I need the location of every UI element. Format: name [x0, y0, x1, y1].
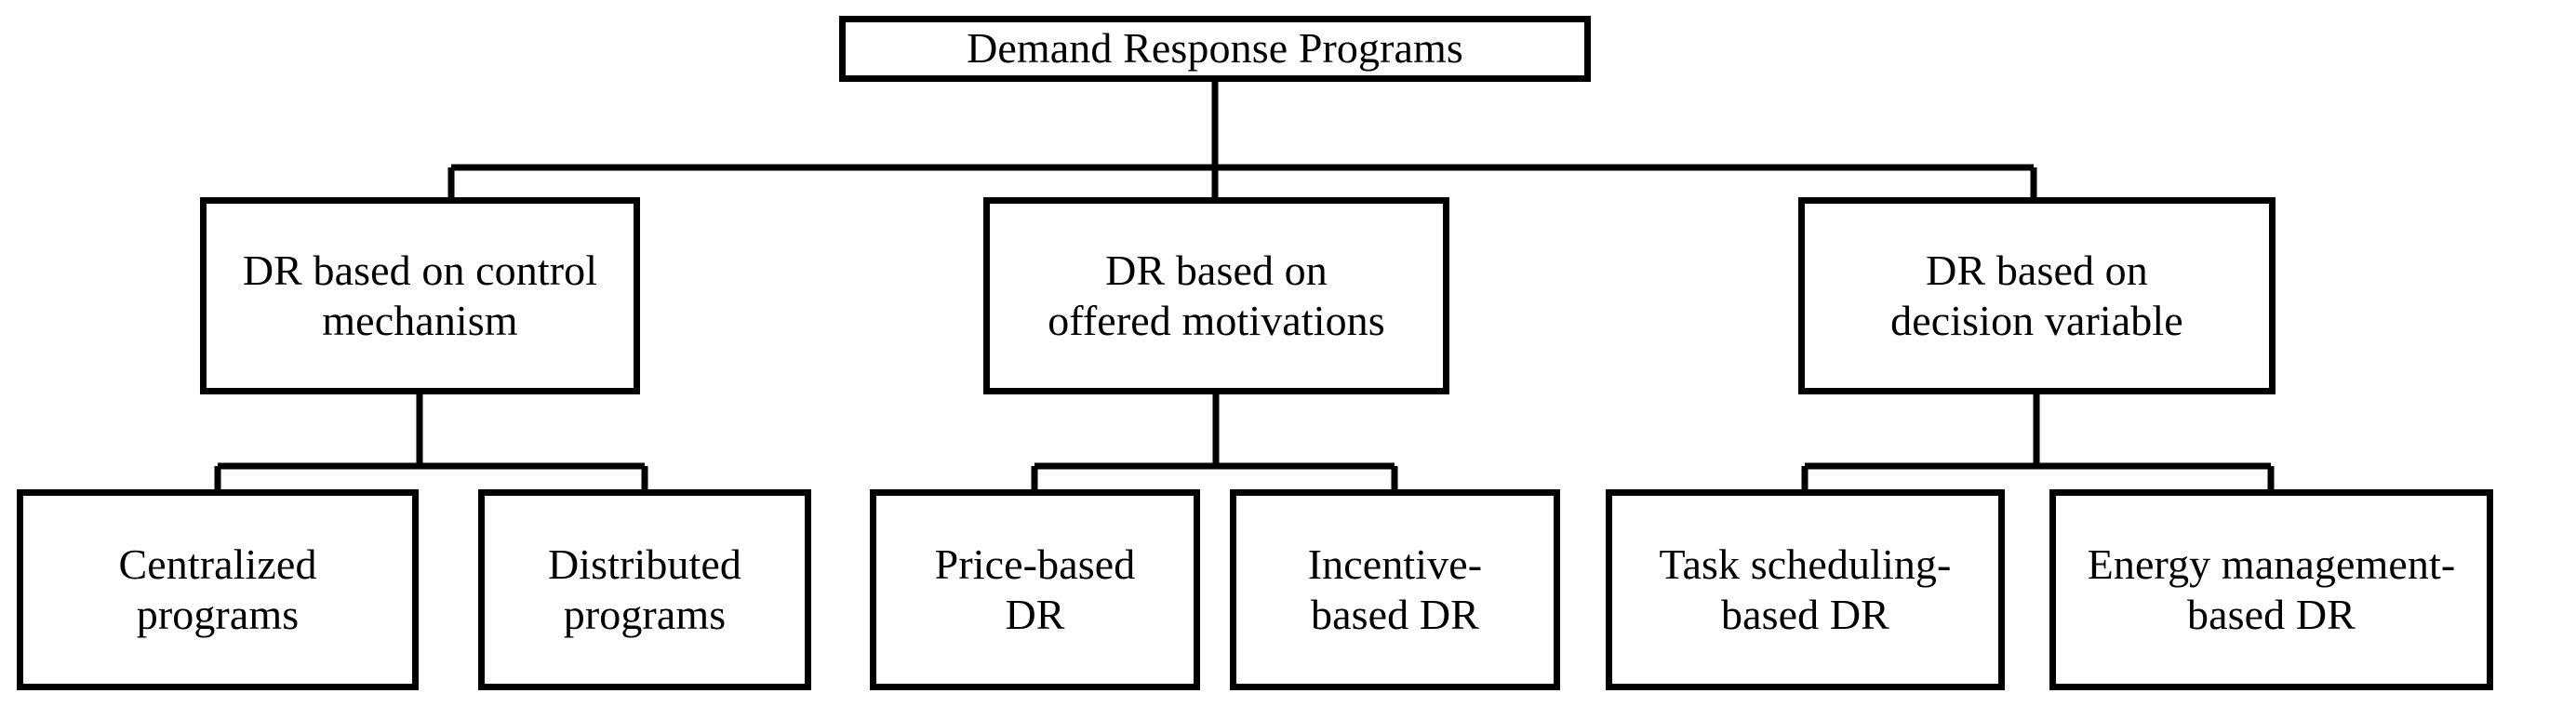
node-dr-based-on-control-mechanism[interactable]: DR based on control mechanism — [200, 197, 640, 394]
node-dr-based-on-offered-motivations[interactable]: DR based on offered motivations — [983, 197, 1449, 394]
node-label: Energy management- based DR — [2087, 540, 2456, 638]
node-distributed-programs[interactable]: Distributed programs — [478, 489, 811, 690]
node-centralized-programs[interactable]: Centralized programs — [17, 489, 419, 690]
node-label: DR based on control mechanism — [242, 246, 598, 344]
node-label: Task scheduling- based DR — [1659, 540, 1952, 638]
node-incentive-based-dr[interactable]: Incentive- based DR — [1230, 489, 1560, 690]
node-energy-management-based-dr[interactable]: Energy management- based DR — [2049, 489, 2493, 690]
node-label: Centralized programs — [118, 540, 317, 638]
node-label: Distributed programs — [547, 540, 742, 638]
node-label: DR based on offered motivations — [1048, 246, 1385, 344]
node-label: Price-based DR — [934, 540, 1136, 638]
node-task-scheduling-based-dr[interactable]: Task scheduling- based DR — [1606, 489, 2005, 690]
node-label: Demand Response Programs — [967, 24, 1463, 73]
node-label: DR based on decision variable — [1890, 246, 2183, 344]
node-label: Incentive- based DR — [1307, 540, 1483, 638]
node-demand-response-programs[interactable]: Demand Response Programs — [839, 16, 1591, 82]
node-dr-based-on-decision-variable[interactable]: DR based on decision variable — [1798, 197, 2276, 394]
node-price-based-dr[interactable]: Price-based DR — [870, 489, 1200, 690]
